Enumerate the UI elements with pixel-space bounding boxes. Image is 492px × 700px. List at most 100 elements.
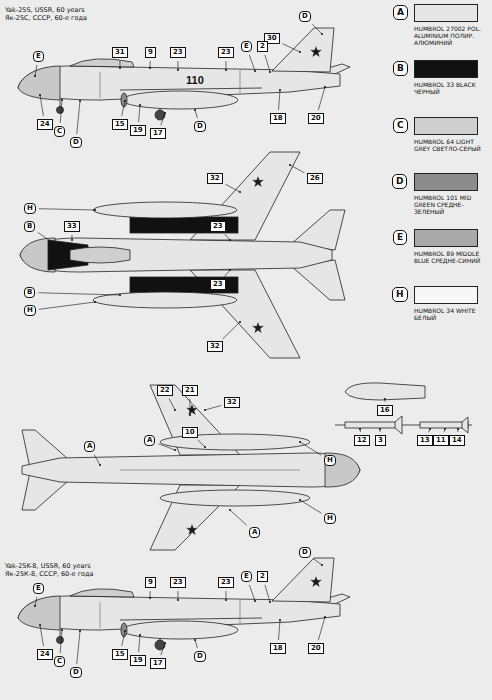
callout-number: 12 xyxy=(354,435,370,446)
leader-line xyxy=(313,559,322,565)
callout-number: 20 xyxy=(308,643,324,654)
leader-line xyxy=(38,232,60,248)
color-letter: B xyxy=(24,221,35,232)
callout-number: 19 xyxy=(130,655,146,666)
leader-dot xyxy=(229,269,231,271)
leader-dot xyxy=(119,67,121,69)
leader-dot xyxy=(149,67,151,69)
leader-line xyxy=(40,95,43,116)
paint-name: HUMBROL 89 MIDDLE BLUE СРЕДНЕ-СИНИЙ xyxy=(414,250,488,264)
leader-line xyxy=(35,597,37,606)
callout-number: 17 xyxy=(150,658,166,669)
leader-line xyxy=(224,270,230,277)
leader-line xyxy=(60,630,62,653)
callout-number: 33 xyxy=(64,221,80,232)
leader-line xyxy=(279,90,280,110)
callout-number: 23 xyxy=(218,47,234,58)
leader-line xyxy=(195,110,197,118)
leader-dot xyxy=(204,446,206,448)
callout-number: 23 xyxy=(210,221,226,232)
leader-line xyxy=(71,235,72,240)
callout-number: 32 xyxy=(207,341,223,352)
leader-dot xyxy=(124,630,126,632)
leader-dot xyxy=(225,69,227,71)
leader-line xyxy=(139,635,140,652)
color-letter: D xyxy=(299,11,311,22)
leader-dot xyxy=(139,104,141,106)
callout-number: 10 xyxy=(182,427,198,438)
leader-dot xyxy=(239,321,241,323)
callout-number: 23 xyxy=(170,577,186,588)
paint-name: HUMBROL 33 BLACK ЧЕРНЫЙ xyxy=(414,81,488,95)
color-letter: H xyxy=(392,287,408,302)
leader-dot xyxy=(99,464,101,466)
leader-dot xyxy=(457,428,459,430)
leader-line xyxy=(249,55,255,71)
color-letter: D xyxy=(392,174,407,189)
leader-dot xyxy=(177,599,179,601)
color-letter: D xyxy=(194,651,206,662)
leader-line xyxy=(150,61,151,68)
leader-dot xyxy=(79,100,81,102)
leader-line xyxy=(300,442,321,455)
leader-line xyxy=(223,322,240,339)
callout-number: 14 xyxy=(449,435,465,446)
leader-line xyxy=(457,429,458,432)
color-letter: C xyxy=(393,118,408,133)
leader-line xyxy=(444,429,445,432)
leader-dot xyxy=(429,428,431,430)
leader-dot xyxy=(229,509,231,511)
callout-number: 16 xyxy=(377,405,393,416)
color-letter: B xyxy=(393,61,408,76)
leader-dot xyxy=(59,247,61,249)
leader-line xyxy=(205,406,221,410)
callout-number: 18 xyxy=(270,113,286,124)
color-letter: E xyxy=(241,571,252,582)
leader-dot xyxy=(279,89,281,91)
leader-dot xyxy=(444,428,446,430)
color-swatch xyxy=(414,60,478,78)
leader-line xyxy=(230,510,247,525)
leader-dot xyxy=(39,94,41,96)
leader-dot xyxy=(174,449,176,451)
callout-number: 2 xyxy=(257,41,268,52)
callout-number: 26 xyxy=(307,173,323,184)
leader-line xyxy=(429,429,430,432)
leader-line xyxy=(360,429,361,432)
callout-number: 15 xyxy=(112,119,128,130)
color-swatch xyxy=(414,117,478,135)
color-letter: A xyxy=(249,527,260,538)
callout-number: 20 xyxy=(308,113,324,124)
color-letter: D xyxy=(299,547,311,558)
callout-number: 21 xyxy=(182,385,198,396)
leader-line xyxy=(265,55,270,72)
leader-line xyxy=(77,101,80,134)
leader-line xyxy=(249,585,255,601)
paint-name: HUMBROL 34 WHITE БЕЛЫЙ xyxy=(414,307,488,321)
leader-line xyxy=(35,65,37,76)
leader-dot xyxy=(269,601,271,603)
profile-caption: Yak-25S, USSR, 60 years xyxy=(4,7,86,14)
leader-dot xyxy=(189,414,191,416)
leader-dot xyxy=(359,428,361,430)
color-letter: H xyxy=(24,305,36,316)
color-letter: D xyxy=(70,137,82,148)
color-swatch xyxy=(414,286,478,304)
callout-number: 13 xyxy=(417,435,433,446)
leader-line xyxy=(39,302,95,309)
leader-dot xyxy=(119,294,121,296)
color-letter: A xyxy=(144,435,155,446)
callout-number: 23 xyxy=(170,47,186,58)
leader-line xyxy=(177,591,178,600)
color-letter: B xyxy=(24,287,35,298)
leader-line xyxy=(40,625,43,646)
callout-number: 2 xyxy=(257,571,268,582)
leader-dot xyxy=(174,409,176,411)
callout-number: 22 xyxy=(157,385,173,396)
leader-line xyxy=(384,399,385,402)
leader-dot xyxy=(225,599,227,601)
paint-name: HUMBROL 101 MID GREEN СРЕДНЕ-ЗЕЛЕНЫЙ xyxy=(414,194,488,216)
callout-number: 24 xyxy=(37,649,53,660)
color-letter: E xyxy=(33,583,44,594)
